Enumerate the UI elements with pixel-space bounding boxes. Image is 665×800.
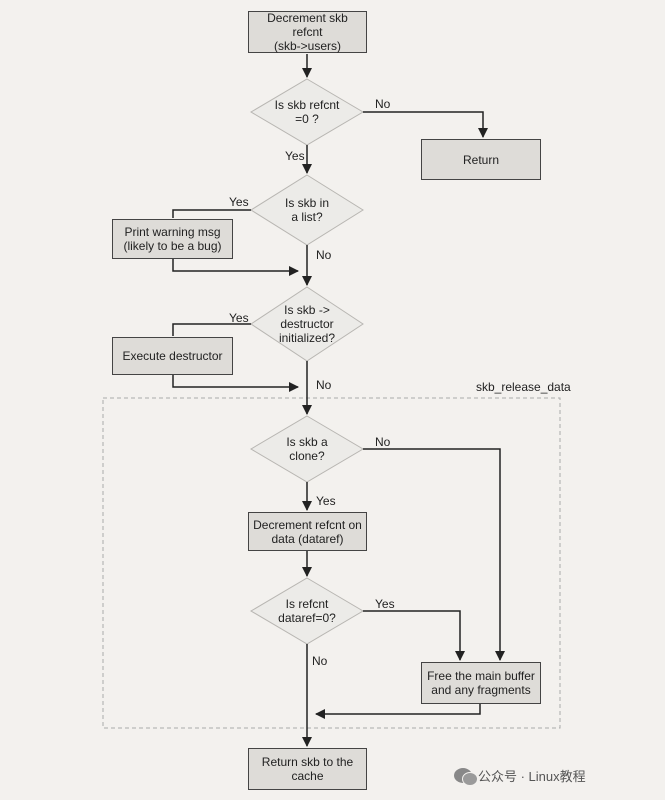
edge-refcnt-no-to-return [363, 111, 488, 138]
label-list-yes: Yes [229, 195, 249, 209]
label-list-no: No [316, 248, 332, 262]
edge-clone-no-to-free [363, 448, 505, 661]
decision-dataref-zero-text: Is refcnt dataref=0? [278, 597, 336, 625]
free-buffer-box: Free the main buffer and any fragments [421, 662, 541, 704]
edge-free-to-main-line [315, 703, 481, 719]
watermark: 公众号 · Linux教程 [454, 766, 586, 786]
decision-destructor-text: Is skb -> destructor initialized? [278, 303, 336, 345]
label-dataref-no: No [312, 654, 328, 668]
decision-in-list-text: Is skb in a list? [284, 196, 329, 224]
decision-clone-text: Is skb a clone? [286, 435, 328, 463]
watermark-text: 公众号 · Linux教程 [478, 769, 586, 784]
edge-list-yes-to-warning [172, 209, 251, 218]
print-warning-box: Print warning msg (likely to be a bug) [112, 219, 233, 259]
decrement-users-box: Decrement skb refcnt (skb->users) [248, 11, 367, 53]
label-refcnt-no: No [375, 97, 391, 111]
decision-refcnt-zero-text: Is skb refcnt =0 ? [274, 98, 340, 126]
label-destructor-yes: Yes [229, 311, 249, 325]
label-refcnt-yes: Yes [285, 149, 305, 163]
return-box: Return [421, 139, 541, 180]
skb-release-data-group-label: skb_release_data [476, 380, 571, 394]
edge-execute-to-merge [172, 374, 299, 392]
return-to-cache-box: Return skb to the cache [248, 748, 367, 790]
wechat-logo-icon [454, 768, 478, 786]
label-clone-yes: Yes [316, 494, 336, 508]
skb-release-data-group-border [102, 397, 561, 729]
label-dataref-yes: Yes [375, 597, 395, 611]
edge-dataref-yes-to-free [363, 610, 465, 661]
label-clone-no: No [375, 435, 391, 449]
edge-warning-to-merge [172, 258, 299, 276]
label-destructor-no: No [316, 378, 332, 392]
decrement-dataref-box: Decrement refcnt on data (dataref) [248, 512, 367, 551]
execute-destructor-box: Execute destructor [112, 337, 233, 375]
edge-destructor-yes-to-execute [172, 323, 251, 336]
